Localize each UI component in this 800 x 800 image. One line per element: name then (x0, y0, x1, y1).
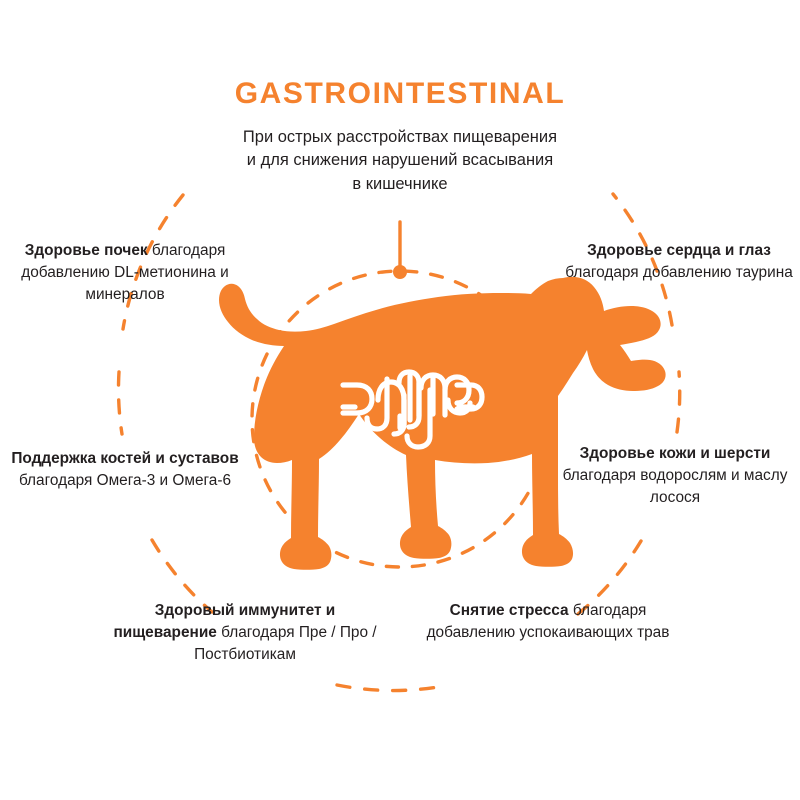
benefit-bones-body: благодаря Омега-3 и Омега-6 (18, 471, 232, 489)
benefit-immunity-heading: Здоровый иммунитет и пищеварение (113, 602, 336, 641)
benefit-kidney-heading: Здоровье почек (24, 242, 148, 259)
subtitle-line-2: и для снижения нарушений всасывания (246, 151, 554, 170)
connector-dot (393, 265, 407, 279)
outer-arc-bottom-left (150, 538, 214, 614)
benefit-skin-heading: Здоровье кожи и шерсти (579, 445, 771, 462)
benefit-immunity-body: благодаря Пре / Про / Постбиотикам (194, 623, 377, 663)
benefit-immunity: Здоровый иммунитет и пищеварение благода… (112, 600, 378, 666)
intestine-icon (340, 369, 485, 450)
benefit-kidney-body: благодаря добавлению DL-метионина и мине… (21, 242, 229, 303)
page-title: GASTROINTESTINAL (234, 77, 566, 110)
outer-arc-left (116, 370, 124, 436)
benefit-kidney: Здоровье почек благодаря добавлению DL-м… (6, 240, 244, 306)
subtitle-line-1: При острых расстройствах пищеварения (242, 128, 558, 146)
subtitle-line-3: в кишечнике (352, 174, 448, 193)
benefit-skin-body: благодаря водорослям и маслу лосося (562, 466, 788, 506)
page-subtitle: При острых расстройствах пищеварения и д… (160, 126, 640, 196)
benefit-bones: Поддержка костей и суставов благодаря Ом… (6, 448, 244, 492)
benefit-heart-body: благодаря добавлению таурина (565, 263, 793, 281)
benefit-bones-heading: Поддержка костей и суставов (11, 450, 239, 467)
benefit-stress-heading: Снятие стресса (449, 602, 569, 619)
dog-silhouette (219, 276, 666, 570)
outer-arc-bottom-right (576, 539, 643, 616)
benefit-heart-heading: Здоровье сердца и глаз (587, 242, 771, 259)
benefit-stress: Снятие стресса благодаря добавлению успо… (420, 600, 676, 644)
benefit-skin: Здоровье кожи и шерсти благодаря водорос… (552, 443, 798, 509)
outer-arc-right (675, 370, 682, 434)
benefit-stress-body: благодаря добавлению успокаивающих трав (426, 602, 670, 641)
benefit-heart: Здоровье сердца и глаз благодаря добавле… (560, 240, 798, 284)
outer-arc-bottom (335, 683, 446, 693)
outer-dashed-ring (116, 192, 682, 693)
